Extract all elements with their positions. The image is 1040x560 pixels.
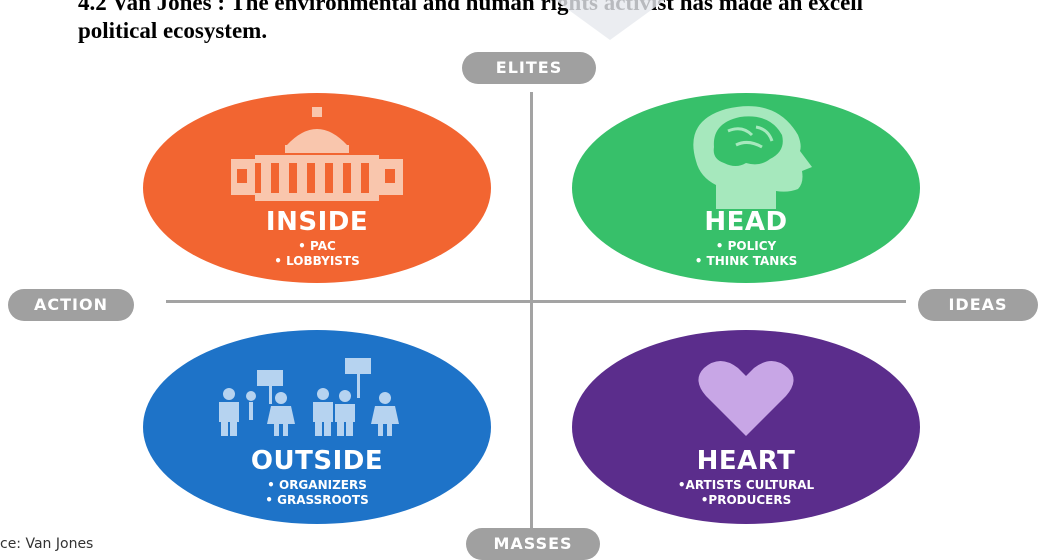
heart-bullet-2: •PRODUCERS [700, 493, 792, 507]
figure-caption-line1: 4.2 Van Jones : The environmental and hu… [78, 0, 864, 15]
watermark-shape [555, 0, 665, 40]
axis-label-ideas: IDEAS [918, 289, 1038, 321]
inside-bullets: • PAC • LOBBYISTS [143, 239, 491, 269]
quadrant-heart-circle: HEART •ARTISTS CULTURAL •PRODUCERS [572, 330, 920, 524]
inside-title: INSIDE [265, 207, 369, 237]
heart-icon [698, 361, 794, 436]
outside-bullet-1: • ORGANIZERS [267, 478, 367, 492]
axis-label-elites: ELITES [462, 52, 596, 84]
head-bullets: • POLICY • THINK TANKS [572, 239, 920, 269]
quadrant-head-circle: HEAD • POLICY • THINK TANKS [572, 93, 920, 283]
capitol-building-icon [231, 107, 403, 201]
outside-bullet-2: • GRASSROOTS [265, 493, 369, 507]
inside-bullet-1: • PAC [298, 239, 336, 253]
axis-label-action: ACTION [8, 289, 134, 321]
axis-label-masses: MASSES [466, 528, 600, 560]
heart-bullet-1: •ARTISTS CULTURAL [677, 478, 815, 492]
heart-title: HEART [696, 446, 796, 476]
head-bullet-1: • POLICY [715, 239, 777, 253]
inside-bullet-2: • LOBBYISTS [274, 254, 360, 268]
outside-bullets: • ORGANIZERS • GRASSROOTS [143, 478, 491, 508]
quadrant-outside-circle: OUTSIDE • ORGANIZERS • GRASSROOTS [143, 330, 491, 524]
head-bullet-2: • THINK TANKS [694, 254, 798, 268]
head-with-brain-icon [693, 106, 812, 209]
source-credit: ce: Van Jones [0, 536, 94, 552]
figure-caption-line2: political ecosystem. [78, 18, 268, 43]
head-title: HEAD [704, 207, 788, 237]
quadrant-inside-circle: INSIDE • PAC • LOBBYISTS [143, 93, 491, 283]
vertical-axis-line [530, 92, 533, 532]
heart-bullets: •ARTISTS CULTURAL •PRODUCERS [572, 478, 920, 508]
protesters-icon [219, 358, 399, 436]
horizontal-axis-line [166, 300, 906, 303]
outside-title: OUTSIDE [250, 446, 384, 476]
